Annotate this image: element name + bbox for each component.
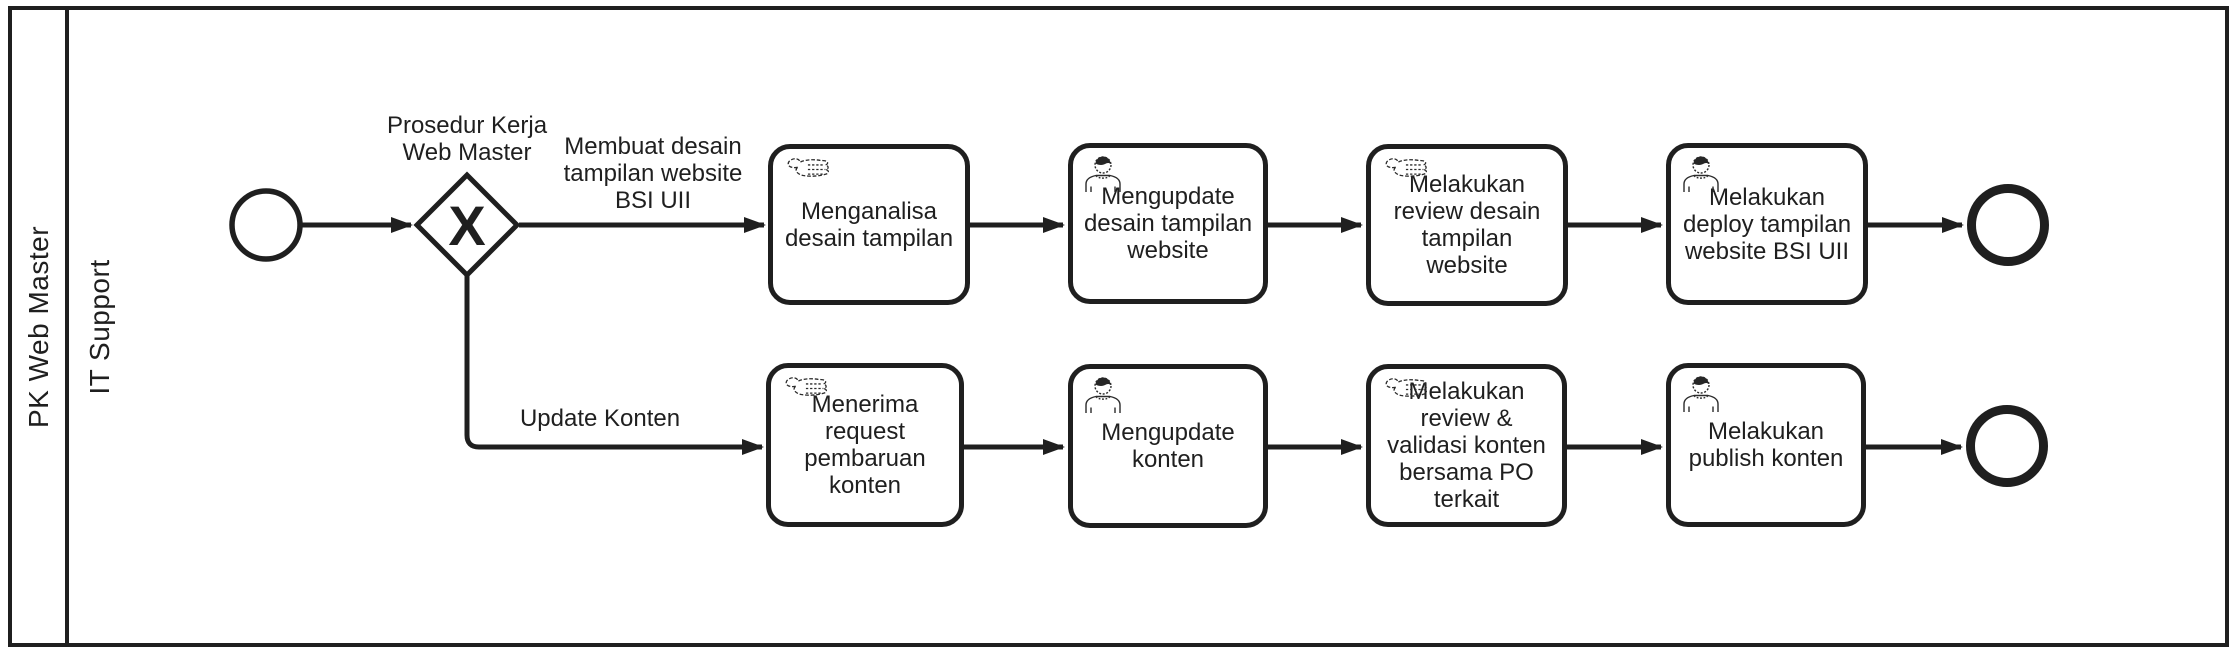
flow-label-design: Membuat desain tampilan website BSI UII	[563, 133, 743, 214]
task-review-validasi-konten[interactable]: Melakukan review & validasi konten bersa…	[1366, 364, 1567, 527]
hand-icon	[1381, 376, 1429, 409]
hand-icon	[781, 375, 829, 408]
gateway-label: Prosedur Kerja Web Master	[386, 112, 548, 166]
task-label: Melakukan deploy tampilan website BSI UI…	[1682, 183, 1852, 265]
task-label: Mengupdate desain tampilan website	[1083, 183, 1253, 264]
task-deploy-tampilan[interactable]: Melakukan deploy tampilan website BSI UI…	[1666, 143, 1868, 305]
task-label: Melakukan review desain tampilan website	[1393, 171, 1541, 279]
start-event[interactable]	[229, 188, 303, 262]
task-label: Melakukan publish konten	[1688, 418, 1844, 472]
end-event-design[interactable]	[1967, 184, 2049, 266]
end-event-content[interactable]	[1966, 405, 2048, 487]
hand-icon	[783, 156, 831, 189]
task-menerima-request[interactable]: Menerima request pembaruan konten	[766, 363, 964, 527]
task-menganalisa-desain[interactable]: Menganalisa desain tampilan	[768, 144, 970, 305]
pool-lane-divider	[65, 6, 69, 647]
hand-icon	[1381, 156, 1429, 189]
task-publish-konten[interactable]: Melakukan publish konten	[1666, 363, 1866, 527]
person-icon	[1083, 376, 1123, 419]
task-label: Menerima request pembaruan konten	[804, 391, 926, 499]
person-icon	[1083, 155, 1123, 198]
task-label: Mengupdate konten	[1101, 419, 1235, 473]
task-label: Menganalisa desain tampilan	[784, 197, 954, 252]
task-review-desain[interactable]: Melakukan review desain tampilan website	[1366, 144, 1568, 306]
gateway-x-marker: X	[448, 194, 485, 257]
task-mengupdate-konten[interactable]: Mengupdate konten	[1068, 364, 1268, 528]
task-mengupdate-desain[interactable]: Mengupdate desain tampilan website	[1068, 143, 1268, 304]
pool-border	[8, 6, 2229, 647]
flow-label-content: Update Konten	[519, 405, 681, 432]
exclusive-gateway[interactable]: X	[413, 171, 521, 279]
person-icon	[1681, 155, 1721, 198]
task-label: Melakukan review & validasi konten bersa…	[1387, 378, 1546, 513]
person-icon	[1681, 375, 1721, 418]
sequence-flow-gateway-to-content	[464, 275, 764, 455]
